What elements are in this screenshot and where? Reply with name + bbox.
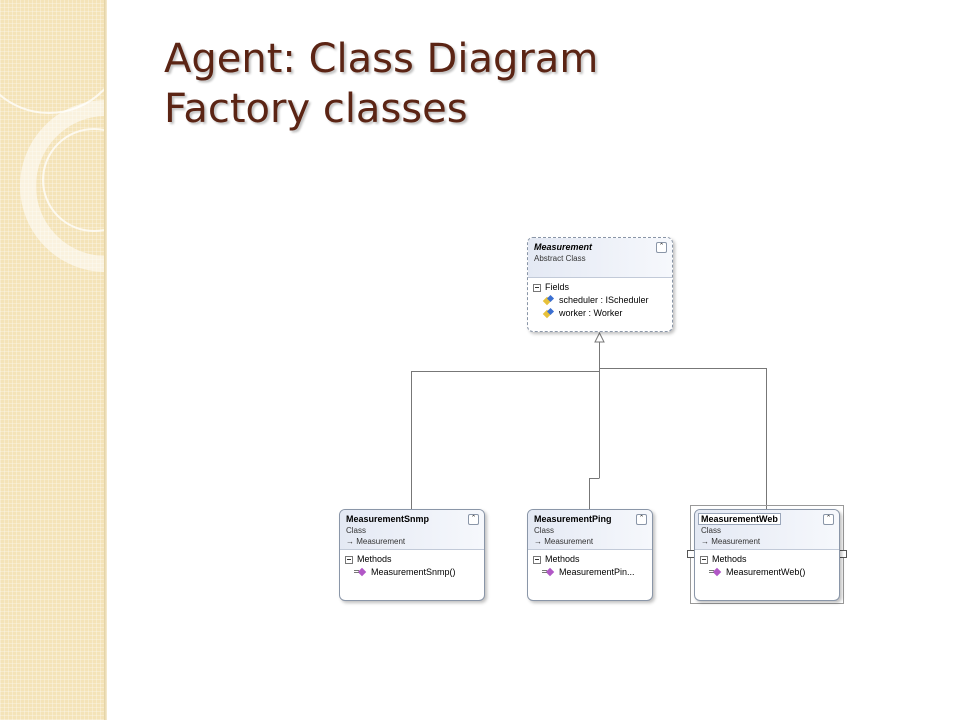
section-methods[interactable]: Methods	[340, 550, 484, 566]
class-box-measurement[interactable]: Measurement Abstract Class ⌃ Fields sche…	[527, 237, 673, 332]
base-class-ref: → Measurement	[701, 536, 833, 547]
decorative-ring	[0, 0, 104, 114]
section-methods[interactable]: Methods	[695, 550, 839, 566]
decorative-sidebar	[0, 0, 104, 720]
section-label: Methods	[712, 554, 747, 564]
class-kind: Class	[534, 526, 555, 535]
method-label: MeasurementSnmp()	[371, 567, 456, 577]
class-header: MeasurementSnmp Class → Measurement ⌃	[340, 510, 484, 550]
field-item[interactable]: worker : Worker	[528, 307, 672, 320]
method-label: MeasurementWeb()	[726, 567, 806, 577]
section-methods[interactable]: Methods	[528, 550, 652, 566]
slide-title-line1: Agent: Class Diagram	[164, 36, 599, 82]
sidebar-edge	[104, 0, 107, 720]
section-label: Methods	[357, 554, 392, 564]
class-name: MeasurementSnmp	[346, 514, 430, 524]
class-kind: Class	[346, 526, 367, 535]
slide-title-line2: Factory classes	[164, 86, 468, 132]
minus-icon[interactable]	[700, 555, 708, 564]
inherit-arrow-icon: →	[701, 537, 712, 546]
base-class-name: Measurement	[544, 537, 594, 546]
class-header: MeasurementWeb Class → Measurement ⌃	[695, 510, 839, 550]
minus-icon[interactable]	[345, 555, 353, 564]
section-fields[interactable]: Fields	[528, 278, 672, 294]
class-box-measurement-ping[interactable]: MeasurementPing Class → Measurement ⌃ Me…	[527, 509, 653, 601]
method-item[interactable]: MeasurementWeb()	[695, 566, 839, 579]
collapse-icon[interactable]: ⌃	[468, 514, 479, 525]
class-name[interactable]: MeasurementWeb	[698, 513, 833, 525]
method-label: MeasurementPin...	[559, 567, 635, 577]
class-name: Measurement	[534, 242, 593, 252]
connector-web	[599, 368, 767, 509]
base-class-ref: → Measurement	[346, 536, 478, 547]
class-name-editor[interactable]: MeasurementWeb	[698, 513, 781, 525]
inherit-arrow-icon: →	[534, 537, 545, 546]
collapse-icon[interactable]: ⌃	[636, 514, 647, 525]
connector-ping	[589, 478, 600, 509]
class-header: Measurement Abstract Class ⌃	[528, 238, 672, 278]
method-item[interactable]: MeasurementSnmp()	[340, 566, 484, 579]
inherit-arrow-icon: →	[346, 537, 357, 546]
slide-title: Agent: Class Diagram Factory classes	[164, 34, 598, 134]
minus-icon[interactable]	[533, 283, 541, 292]
inheritance-arrowhead-icon	[594, 331, 605, 343]
method-item[interactable]: MeasurementPin...	[528, 566, 652, 579]
method-icon	[709, 568, 720, 577]
class-name: MeasurementPing	[534, 514, 612, 524]
class-kind: Class	[701, 526, 722, 535]
connector-snmp	[411, 371, 600, 509]
field-icon	[544, 296, 553, 305]
field-label: worker : Worker	[559, 308, 623, 318]
collapse-icon[interactable]: ⌃	[656, 242, 667, 253]
field-item[interactable]: scheduler : IScheduler	[528, 294, 672, 307]
class-header: MeasurementPing Class → Measurement ⌃	[528, 510, 652, 550]
minus-icon[interactable]	[533, 555, 541, 564]
method-icon	[354, 568, 365, 577]
collapse-icon[interactable]: ⌃	[823, 514, 834, 525]
class-box-measurement-web[interactable]: MeasurementWeb Class → Measurement ⌃ Met…	[694, 509, 840, 601]
field-icon	[544, 309, 553, 318]
class-kind: Abstract Class	[534, 254, 586, 263]
base-class-name: Measurement	[711, 537, 761, 546]
class-box-measurement-snmp[interactable]: MeasurementSnmp Class → Measurement ⌃ Me…	[339, 509, 485, 601]
section-label: Fields	[545, 282, 570, 292]
resize-handle-right[interactable]	[839, 550, 847, 558]
base-class-ref: → Measurement	[534, 536, 646, 547]
field-label: scheduler : IScheduler	[559, 295, 649, 305]
method-icon	[542, 568, 553, 577]
base-class-name: Measurement	[356, 537, 406, 546]
section-label: Methods	[545, 554, 580, 564]
